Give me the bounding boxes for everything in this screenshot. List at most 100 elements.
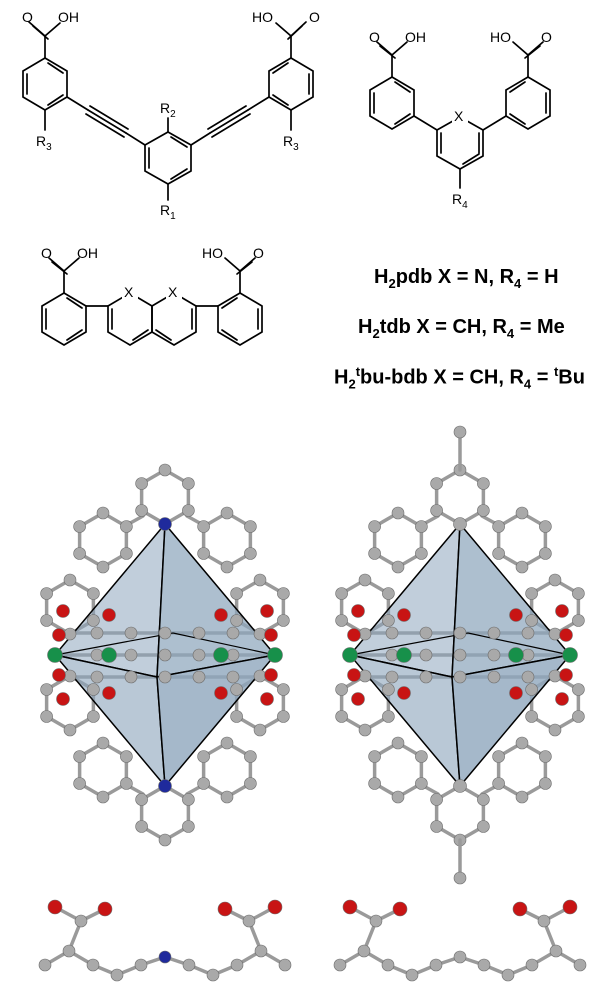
carbon-atom (158, 626, 172, 640)
nitrogen-atom (158, 779, 172, 793)
carbon-atom (90, 670, 104, 684)
carbon-atom (220, 506, 234, 520)
ligand-naphthyridine-core (41, 257, 263, 346)
carbon-atom (391, 506, 405, 520)
caption-h2tdb: H2tdb X = CH, R4 = Me (358, 316, 565, 341)
oxygen-atom (264, 668, 278, 682)
carbon-atom (135, 504, 148, 517)
carbon-atom (453, 670, 467, 684)
carbon-atom (253, 723, 267, 737)
carbon-atom (90, 626, 104, 640)
carbon-atom (192, 670, 206, 684)
oxygen-atom (97, 901, 113, 917)
oxygen-atom (397, 686, 411, 700)
carbon-atom (391, 736, 405, 750)
carbon-atom (572, 587, 585, 600)
oxygen-atom (214, 686, 228, 700)
carbon-atom (492, 547, 505, 560)
carbon-atom (158, 648, 172, 662)
carbon-atom (182, 958, 196, 972)
metal-atom (47, 647, 63, 663)
oxygen-atom (555, 692, 569, 706)
cage-model-pdb (40, 463, 290, 847)
carbon-atom (515, 506, 529, 520)
metal-atom (562, 647, 578, 663)
caption-h2tbu-bdb: H2tbu-bdb X = CH, R4 = tBu (334, 364, 585, 392)
carbon-atom (158, 833, 172, 847)
carbon-atom (548, 627, 562, 641)
carbon-atom (358, 669, 372, 683)
carbon-atom (40, 614, 53, 627)
oxygen-atom (217, 901, 233, 917)
carbon-atom (453, 626, 467, 640)
carbon-atom (429, 958, 443, 972)
oxygen-atom (342, 899, 358, 915)
carbon-atom (192, 626, 206, 640)
ligand-side-view-pdb (38, 899, 292, 982)
polyhedron-face (156, 653, 277, 788)
oxygen-atom (56, 692, 70, 706)
carbon-atom (525, 710, 538, 723)
label-r3-right: R3 (283, 133, 299, 153)
ligand-side-view-tdb (333, 899, 587, 982)
label-r3-left: R3 (36, 133, 52, 153)
carbon-atom (415, 547, 428, 560)
nitrogen-atom (158, 517, 172, 531)
carbon-atom (333, 958, 347, 972)
label-x: X (454, 108, 464, 124)
carbon-atom (197, 777, 210, 790)
label-r1: R1 (160, 202, 176, 222)
carbon-atom (368, 750, 381, 763)
oxygen-atom (264, 628, 278, 642)
carbon-atom (206, 968, 220, 982)
carbon-atom (87, 710, 100, 723)
carbon-atom (391, 560, 405, 574)
oxygen-atom (562, 899, 578, 915)
oxygen-atom (52, 628, 66, 642)
carbon-atom (368, 520, 381, 533)
label-x: X (168, 284, 178, 300)
metal-atom (396, 647, 412, 663)
carbon-atom (254, 944, 268, 958)
carbon-atom (124, 626, 138, 640)
carbon-atom (368, 547, 381, 560)
label-oxygen: O (41, 245, 52, 261)
carbon-atom (96, 506, 110, 520)
oxygen-atom (267, 899, 283, 915)
carbon-atom (572, 614, 585, 627)
carbon-atom (63, 723, 77, 737)
oxygen-atom (47, 899, 63, 915)
carbon-atom (277, 614, 290, 627)
carbon-atom (415, 520, 428, 533)
label-oxygen: O (369, 29, 380, 45)
polyhedron-edge (467, 632, 571, 656)
metal-atom (267, 647, 283, 663)
carbon-atom (124, 670, 138, 684)
cage-model-tdb (335, 425, 585, 885)
carbon-atom (220, 560, 234, 574)
carbon-atom (277, 710, 290, 723)
carbon-atom (278, 958, 292, 972)
carbon-atom (382, 683, 395, 696)
carbon-atom (197, 547, 210, 560)
carbon-atom (382, 710, 395, 723)
carbon-atom (453, 950, 467, 964)
carbon-atom (87, 683, 100, 696)
carbon-atom (381, 958, 395, 972)
polyhedron-edge (172, 632, 276, 656)
oxygen-atom (351, 692, 365, 706)
carbon-atom (358, 723, 372, 737)
carbon-atom (487, 670, 501, 684)
carbon-atom (391, 790, 405, 804)
carbon-atom (253, 573, 267, 587)
carbon-atom (182, 504, 195, 517)
oxygen-atom (397, 608, 411, 622)
carbon-atom (453, 779, 467, 793)
carbon-atom (415, 777, 428, 790)
carbon-atom (63, 573, 77, 587)
carbon-atom (197, 750, 210, 763)
carbon-atom (182, 820, 195, 833)
carbon-atom (549, 944, 563, 958)
carbon-atom (369, 914, 383, 928)
